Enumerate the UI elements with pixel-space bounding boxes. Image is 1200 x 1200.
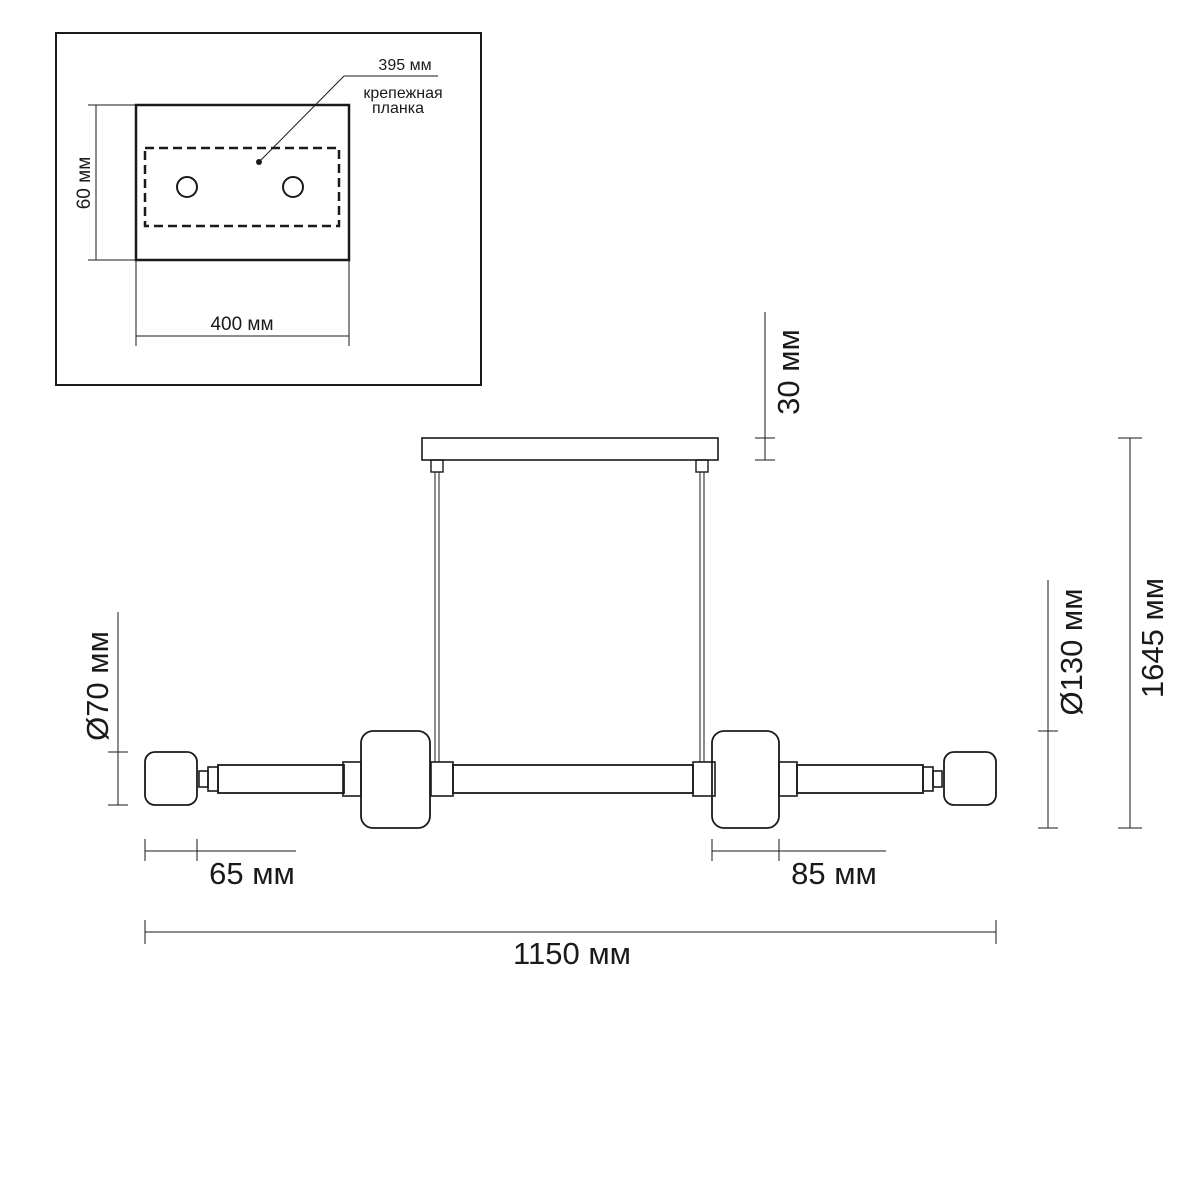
bracket-name-line1: крепежная xyxy=(363,85,442,102)
mounting-hole-left xyxy=(176,176,198,198)
end-cap-right xyxy=(922,766,934,792)
end-cap-right-b xyxy=(932,770,943,788)
small-glass-shade-right xyxy=(943,751,997,806)
left-bar xyxy=(217,764,345,794)
mounting-bracket xyxy=(143,146,341,228)
canopy-plate xyxy=(134,103,351,262)
small-shade-diameter-label: Ø70 мм xyxy=(80,631,115,741)
detail-frame xyxy=(55,32,482,386)
large-shade-length-dimension: 85 мм xyxy=(711,839,886,891)
right-bar xyxy=(796,764,924,794)
central-bar xyxy=(452,764,694,794)
total-length-dimension: 1150 мм xyxy=(144,920,997,971)
large-shade-length-label: 85 мм xyxy=(791,856,877,891)
bar-connector-4 xyxy=(778,761,798,797)
plate-width-dimension: 400 мм xyxy=(135,260,350,346)
small-glass-shade-left xyxy=(144,751,198,806)
canopy-height-dimension: 30 мм xyxy=(755,312,806,461)
bar-connector-2 xyxy=(692,761,716,797)
small-shade-length-label: 65 мм xyxy=(209,856,295,891)
small-shade-diameter-dimension: Ø70 мм xyxy=(80,612,128,806)
bracket-width-label: 395 мм xyxy=(378,57,431,74)
canopy-height-label: 30 мм xyxy=(771,329,806,415)
bar-connector-3 xyxy=(342,761,362,797)
mounting-hole-right xyxy=(282,176,304,198)
plate-depth-dimension: 60 мм xyxy=(74,104,136,261)
cable-clamp-left xyxy=(430,459,444,473)
large-glass-shade-right xyxy=(711,730,780,829)
bar-connector-1 xyxy=(430,761,454,797)
total-length-label: 1150 мм xyxy=(513,936,631,971)
plate-width-label: 400 мм xyxy=(210,314,273,335)
bracket-name-line2: планка xyxy=(372,100,424,117)
plate-depth-label: 60 мм xyxy=(74,157,95,210)
leader-line xyxy=(258,75,345,163)
end-cap-left-b xyxy=(198,770,209,788)
small-shade-length-dimension: 65 мм xyxy=(144,839,296,891)
large-glass-shade-left xyxy=(360,730,431,829)
cable-clamp-right xyxy=(695,459,709,473)
ceiling-canopy xyxy=(421,437,719,461)
large-shade-diameter-label: Ø130 мм xyxy=(1054,588,1089,715)
mount-detail-view: 395 мм крепежная планка 60 мм 400 мм xyxy=(55,32,482,386)
large-shade-diameter-dimension: Ø130 мм xyxy=(1038,580,1089,829)
total-height-dimension: 1645 мм xyxy=(1118,437,1170,829)
total-height-label: 1645 мм xyxy=(1135,578,1170,698)
end-cap-left xyxy=(207,766,219,792)
fixture-side-view: 30 мм 1645 мм Ø130 мм Ø70 мм xyxy=(80,312,1170,971)
